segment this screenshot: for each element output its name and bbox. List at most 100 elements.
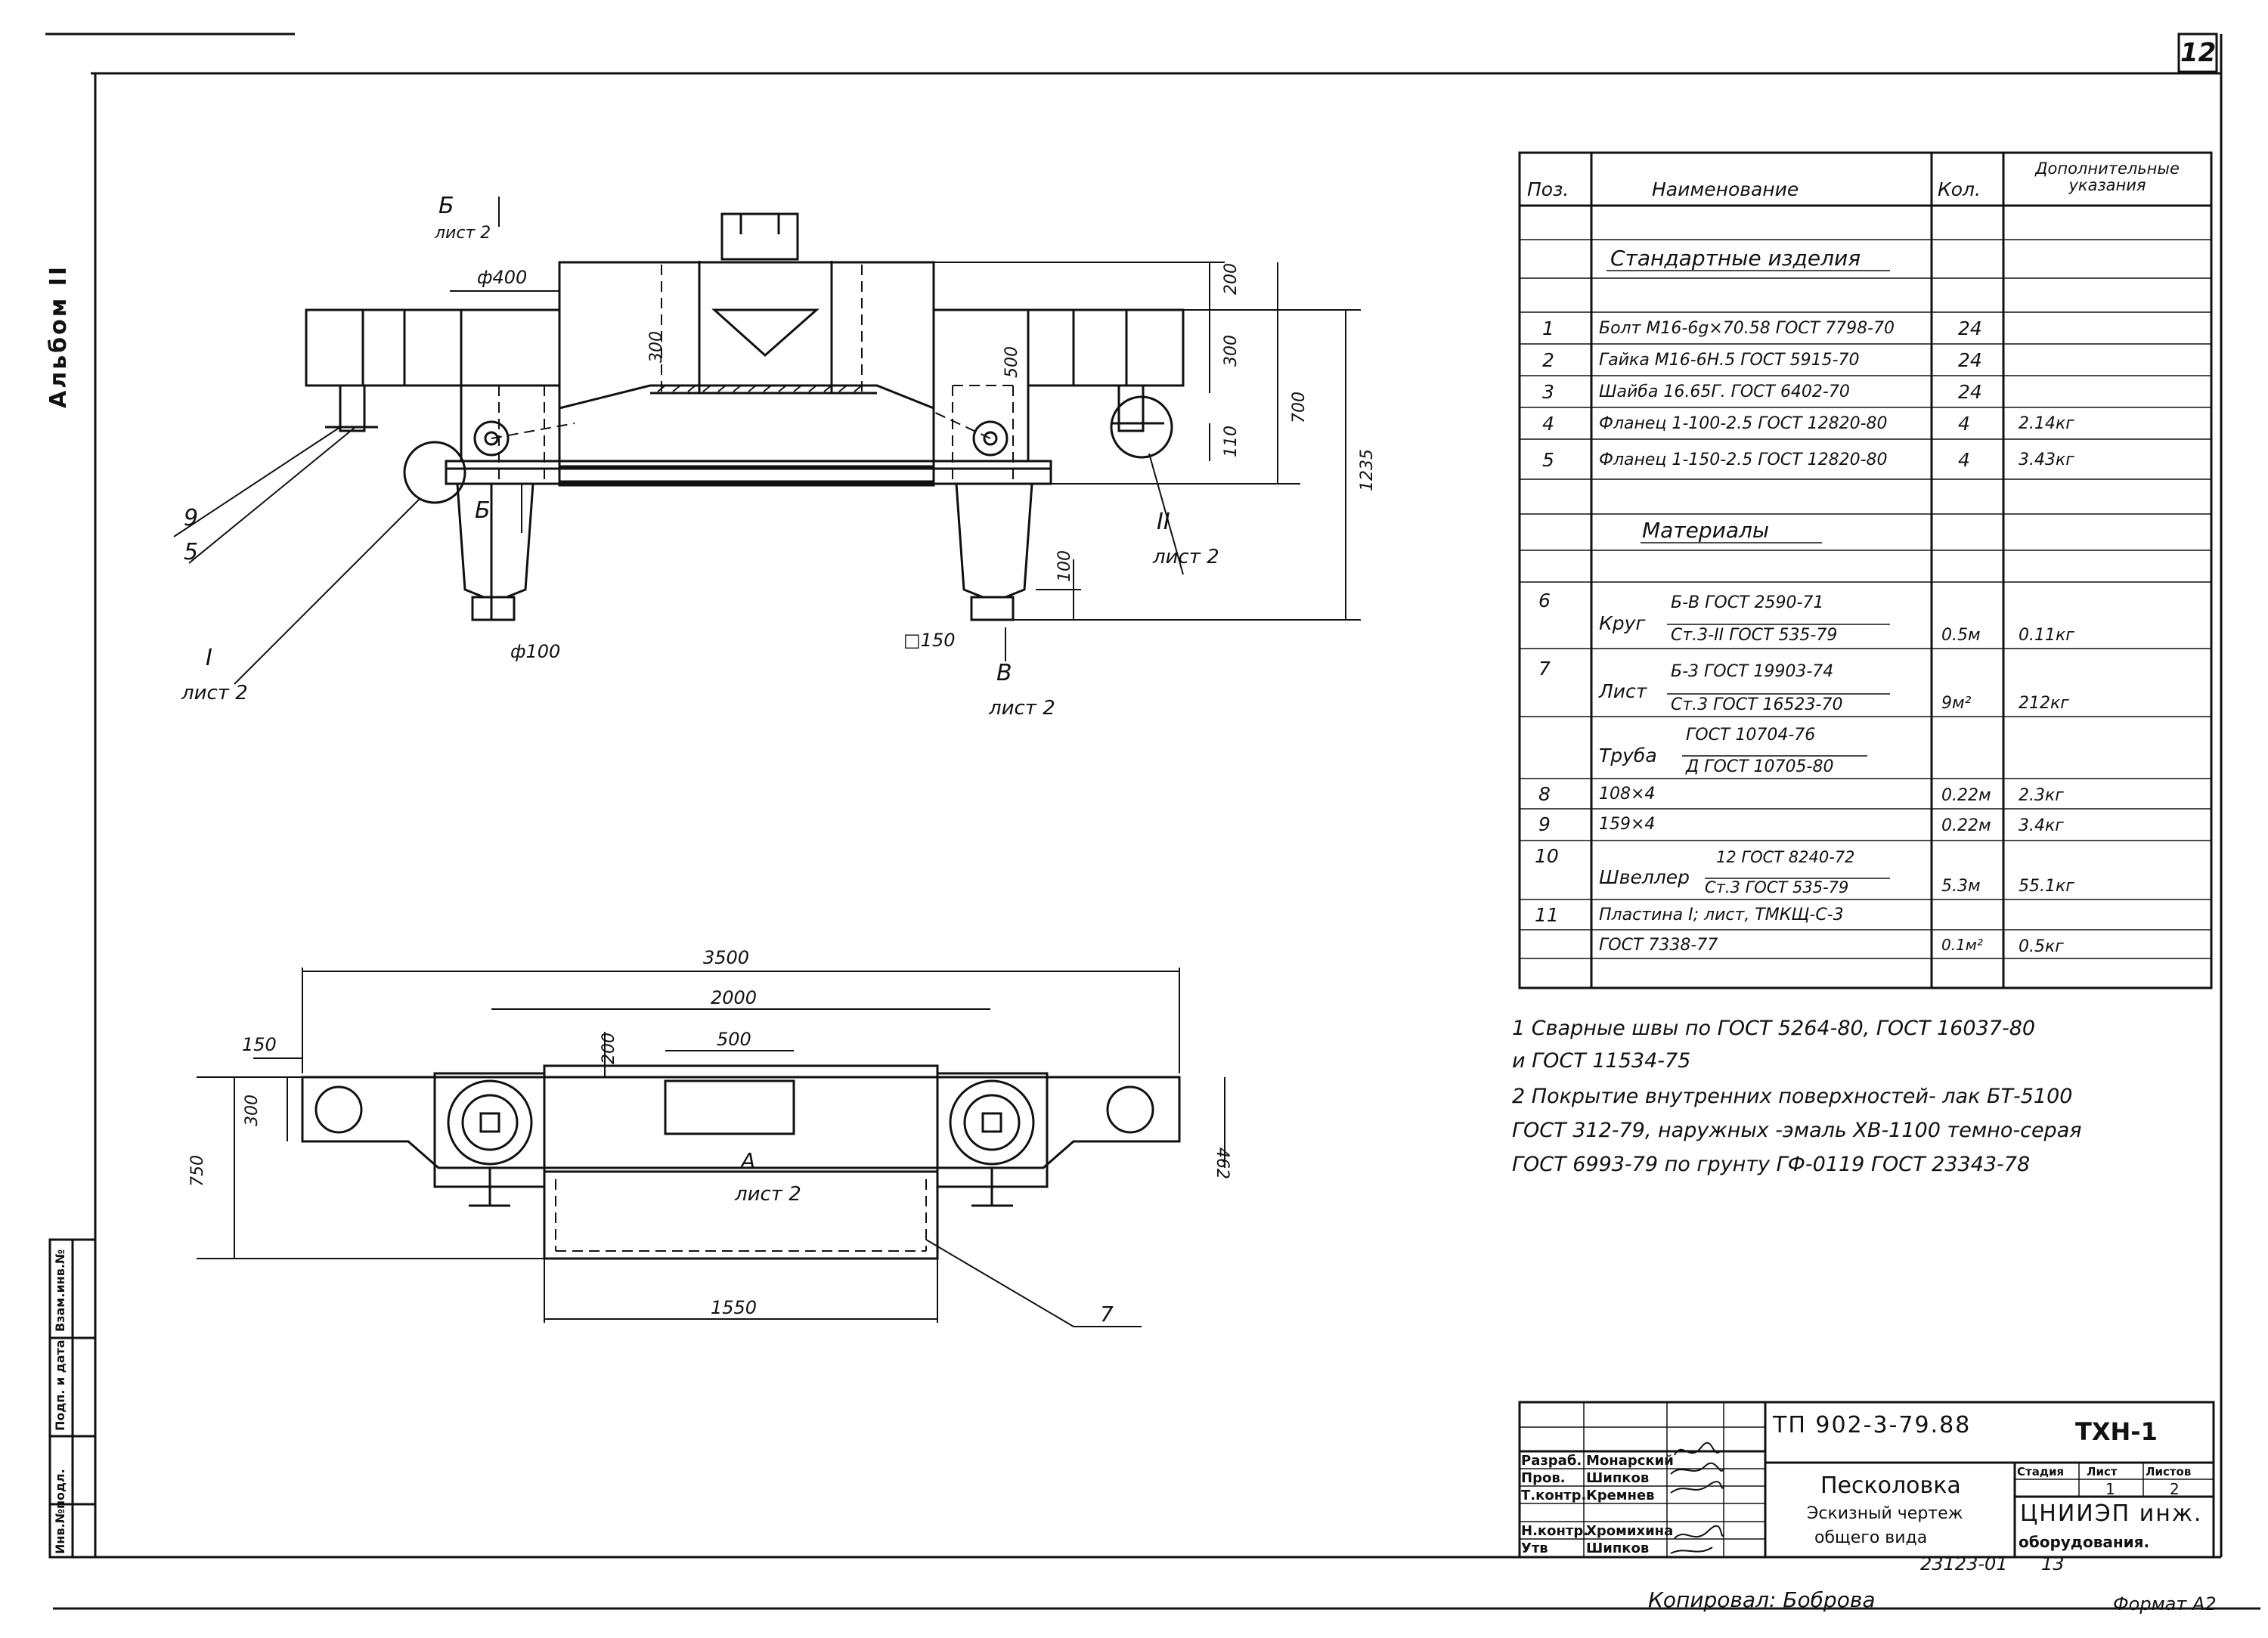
row-note: 55.1кг [2019,877,2074,896]
row-top: ГОСТ 10704-76 [1686,726,1816,745]
sq-150-label: □150 [903,630,955,651]
row-qty: 24 [1958,349,1982,371]
row-pos: 11 [1535,904,1559,926]
sheet-value: 1 [2105,1480,2115,1498]
doc-subtitle-1: Эскизный чертеж [1807,1504,1963,1523]
stamp-name: Монарский [1586,1453,1674,1469]
row-qty: 4 [1958,413,1970,435]
row-note: 2.3кг [2019,786,2064,805]
row-pos: 2 [1542,349,1554,371]
row-name: Гайка М16-6Н.5 ГОСТ 5915-70 [1599,351,1860,370]
plan-dim-150: 150 [242,1034,277,1055]
node-1-label: I [206,645,212,671]
row-pos: 3 [1542,381,1554,403]
row-top: Б-В ГОСТ 2590-71 [1671,593,1824,612]
plan-dim-462: 462 [1213,1147,1232,1179]
row-note: 0.11кг [2019,626,2074,645]
dim-500: 500 [1002,346,1021,378]
row-qty: 5.3м [1941,877,1981,896]
row-name: Фланец 1-150-2.5 ГОСТ 12820-80 [1599,451,1888,469]
row-pos: 1 [1542,317,1554,339]
row-note: 212кг [2019,694,2069,713]
row-qty: 9м² [1941,694,1972,713]
row-name: Болт М16-6g×70.58 ГОСТ 7798-70 [1599,319,1895,338]
row-prefix: Швеллер [1599,866,1690,888]
doc-subtitle-2: общего вида [1814,1528,1928,1547]
stamp-role: Пров. [1521,1470,1566,1486]
dim-700: 700 [1290,392,1309,423]
dia-100-label: ф100 [510,641,560,662]
row-prefix: Лист [1599,680,1647,702]
format-label: Формат А2 [2113,1593,2217,1615]
note-line: ГОСТ 6993-79 по грунту ГФ-0119 ГОСТ 2334… [1512,1153,2031,1176]
dim-200: 200 [1222,263,1241,295]
doc-title: Песколовка [1820,1472,1961,1499]
row-name: Шайба 16.65Г. ГОСТ 6402-70 [1599,382,1850,401]
node-1-sheet: лист 2 [181,682,248,704]
dim-100: 100 [1055,550,1074,582]
plan-dim-3500: 3500 [703,947,749,968]
row-note: 0.5кг [2019,937,2064,956]
row-pos: 9 [1538,813,1551,835]
plan-dim-750: 750 [188,1155,207,1187]
dim-110: 110 [1222,426,1241,457]
pos-7-label: 7 [1100,1302,1114,1327]
section-b-sheet: лист 2 [434,224,491,243]
sheet-number: 12 [2180,38,2217,68]
stamp-name: Шипков [1586,1470,1650,1486]
th-pos: Поз. [1527,178,1569,200]
plan-dim-200: 200 [600,1033,618,1064]
row-qty: 24 [1958,381,1982,403]
row-qty: 4 [1958,449,1970,471]
plan-view: 3500 2000 500 200 150 300 750 462 1550 А… [188,947,1232,1327]
archive-number-2: 13 [2041,1553,2065,1575]
row-top: Б-3 ГОСТ 19903-74 [1671,662,1834,681]
row-pos: 5 [1542,449,1554,471]
dia-400-label: ф400 [477,267,527,288]
row-bottom: Пластина I; лист, ТМКЩ-С-3 [1599,906,1844,924]
row-bottom: Ст.3-II ГОСТ 535-79 [1671,626,1838,645]
plan-dim-500: 500 [717,1029,751,1050]
section-v-label: В [996,660,1012,686]
org-name: ЦНИИЭП инж. [2020,1500,2203,1527]
row-bottom: Ст.3 ГОСТ 16523-70 [1671,695,1843,714]
node-2-label: II [1157,509,1170,535]
section-v-sheet: лист 2 [988,697,1055,720]
elevation-view: ф400 ф100 □150 Б лист 2 В лист 2 I лист … [173,193,1377,720]
row-pos: 7 [1538,658,1551,680]
view-a-sheet: лист 2 [734,1183,801,1206]
note-line: 1 Сварные швы по ГОСТ 5264-80, ГОСТ 1603… [1512,1017,2036,1040]
stamp-name: Кремнев [1586,1488,1655,1503]
archive-number: 23123-01 [1920,1553,2008,1575]
row-prefix: Труба [1599,745,1657,766]
plan-dim-300: 300 [243,1095,262,1126]
org-name-2: оборудования. [2019,1533,2150,1551]
row-bottom: ГОСТ 7338-77 [1599,936,1718,955]
sheet-header: Лист [2087,1465,2118,1479]
row-bottom: 108×4 [1599,785,1656,804]
row-qty: 0.22м [1941,786,1991,805]
stamp-role: Т.контр. [1521,1488,1587,1503]
stamp-role: Утв [1521,1540,1548,1556]
dim-300-right: 300 [1222,335,1241,367]
section-b-label: Б [438,193,454,219]
row-note: 3.4кг [2019,816,2064,835]
row-pos: 8 [1538,783,1551,805]
row-name: Фланец 1-100-2.5 ГОСТ 12820-80 [1599,414,1888,433]
row-qty: 0.1м² [1941,936,1983,954]
row-bottom: Д ГОСТ 10705-80 [1686,757,1834,776]
plan-dim-1550: 1550 [711,1297,757,1318]
title-mark: ТХН-1 [2075,1417,2158,1446]
row-bottom: 159×4 [1599,815,1656,834]
section-b-small: Б [475,497,491,524]
spec-table-grid [1518,151,2213,989]
section-standard: Стандартные изделия [1610,246,1861,271]
stamp-role: Н.контр. [1521,1523,1589,1539]
section-materials: Материалы [1642,518,1769,543]
note-line: и ГОСТ 11534-75 [1512,1049,1691,1073]
th-qty: Кол. [1938,178,1981,200]
title-code: ТП 902-3-79.88 [1773,1412,1972,1438]
row-note: 3.43кг [2019,451,2074,469]
